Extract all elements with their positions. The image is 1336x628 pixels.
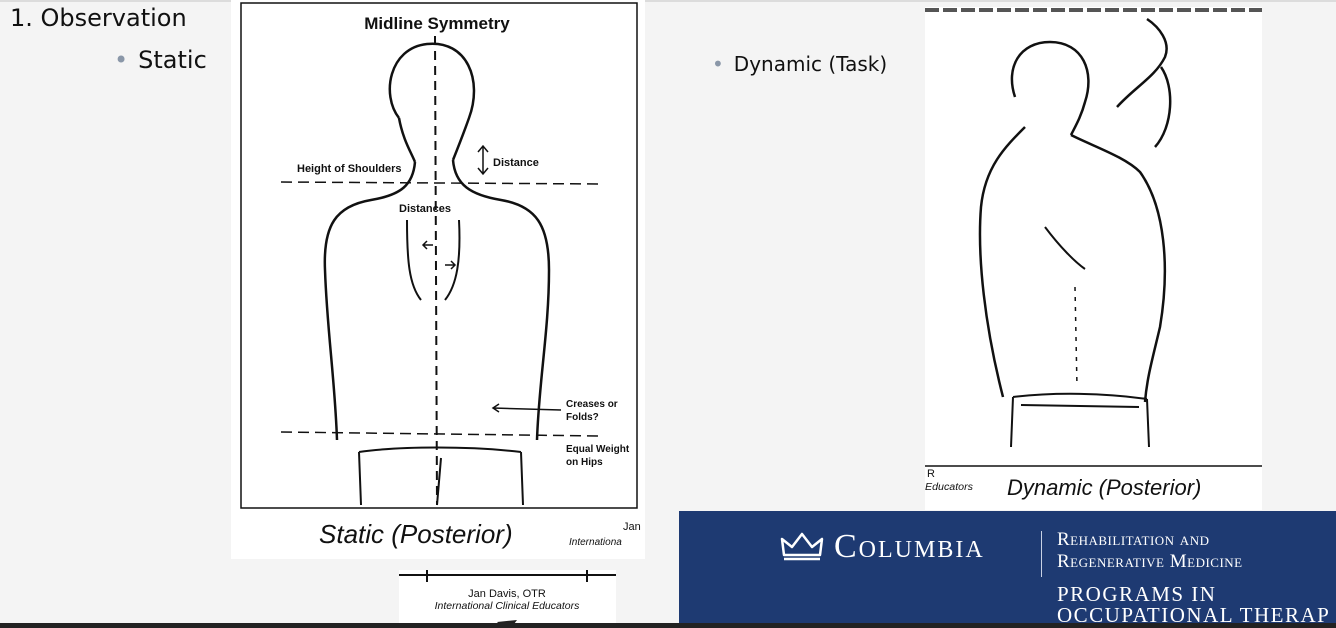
program-line-2: Regenerative Medicine [1057,551,1243,572]
credit-fragment: Jan Davis, OTR International Clinical Ed… [399,570,616,628]
credit-name: Jan Davis, OTR [468,588,546,600]
dynamic-posterior-drawing: R Educators Dynamic (Posterior) [925,8,1262,500]
static-posterior-drawing: Midline Symmetry Height of Shoulders Dis… [240,2,641,549]
static-credit-line2: Internationa [569,537,622,548]
columbia-wordmark: Columbia [834,528,985,565]
credit-org: International Clinical Educators [435,600,580,612]
static-posterior-figure: Midline Symmetry Height of Shoulders Dis… [231,0,645,559]
static-credit-line1: Jan [623,521,641,533]
dynamic-credit-line2: Educators [925,482,973,493]
dynamic-posterior-figure: R Educators Dynamic (Posterior) [925,7,1262,510]
label-creases-2: Folds? [566,412,599,423]
dynamic-credit-line1: R [927,468,935,480]
columbia-banner: Columbia Rehabilitation and Regenerative… [679,511,1336,628]
credit-drawing: Jan Davis, OTR International Clinical Ed… [399,570,616,628]
label-distance: Distance [493,157,539,169]
label-creases-1: Creases or [566,399,618,410]
crown-icon [780,532,824,561]
dynamic-caption: Dynamic (Posterior) [1007,475,1201,500]
label-height-of-shoulders: Height of Shoulders [297,163,402,175]
banner-divider [1041,531,1042,577]
bullet-dynamic-label: Dynamic (Task) [733,52,888,76]
bullet-dynamic: • Dynamic (Task) [712,52,887,76]
midline-symmetry-title: Midline Symmetry [364,14,510,33]
bullet-static-label: Static [138,46,207,74]
bottom-bar [0,623,1336,628]
program-line-1: Rehabilitation and [1057,529,1210,550]
slide-heading: 1. Observation [10,4,187,32]
label-distances: Distances [399,203,451,215]
top-rule [0,0,1336,2]
program-line-3: PROGRAMS IN [1057,582,1217,606]
bullet-static: • Static [114,46,207,74]
label-equal-weight-2: on Hips [566,457,603,468]
label-equal-weight-1: Equal Weight [566,444,630,455]
bullet-dot-icon: • [712,52,724,76]
static-caption: Static (Posterior) [319,519,513,549]
bullet-dot-icon: • [114,46,129,74]
